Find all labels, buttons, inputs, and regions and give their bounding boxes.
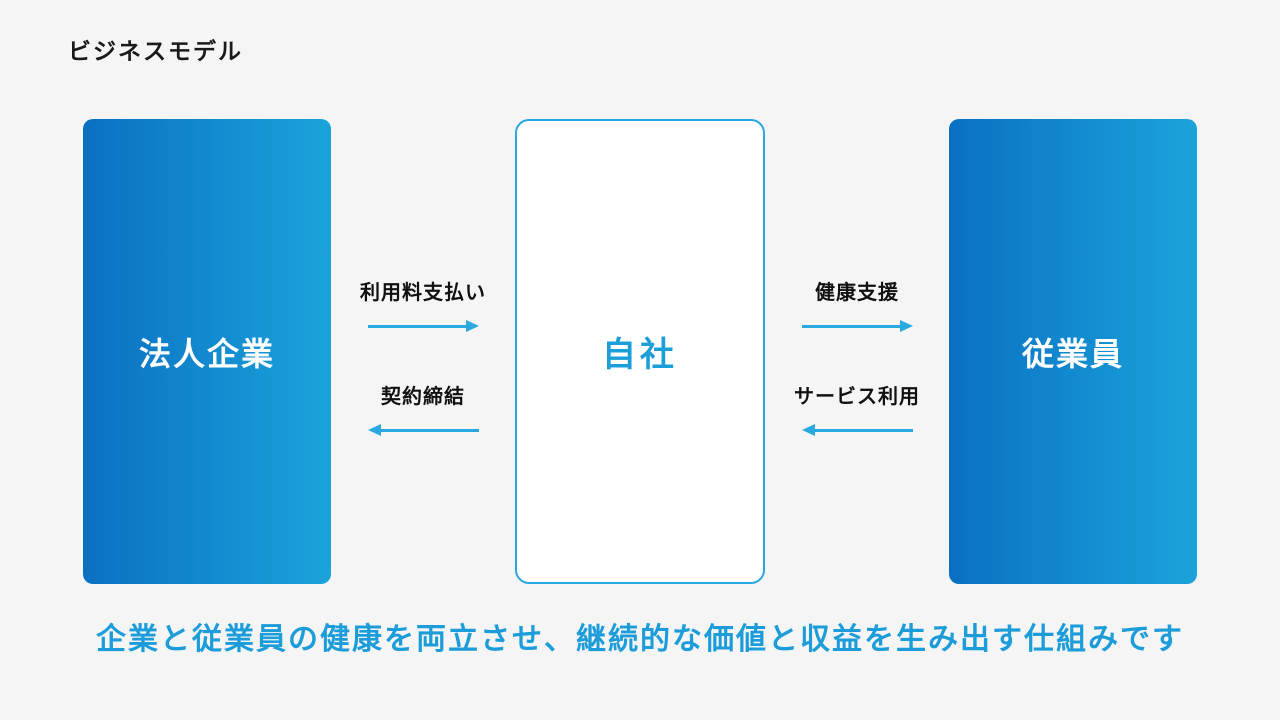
flow-contract-conclusion: 契約締結 (331, 383, 515, 436)
flow-service-use: サービス利用 (765, 383, 949, 436)
flow-usage-fee-payment-label: 利用料支払い (360, 282, 486, 304)
flow-group-left: 利用料支払い 契約締結 (331, 119, 515, 584)
page-title: ビジネスモデル (68, 38, 243, 64)
caption: 企業と従業員の健康を両立させ、継続的な価値と収益を生み出す仕組みです (96, 623, 1184, 656)
flow-health-support: 健康支援 (765, 279, 949, 332)
box-company-label: 自社 (602, 336, 678, 374)
box-corporate-label: 法人企業 (138, 335, 275, 372)
arrow-left-icon (367, 424, 479, 436)
flow-usage-fee-payment: 利用料支払い (331, 279, 515, 332)
box-employees-label: 従業員 (1021, 335, 1124, 372)
box-employees: 従業員 (949, 119, 1197, 584)
arrow-left-icon (801, 424, 913, 436)
arrow-right-icon (801, 320, 913, 332)
flow-service-use-label: サービス利用 (794, 386, 920, 408)
flow-contract-conclusion-label: 契約締結 (381, 386, 465, 408)
arrow-right-icon (367, 320, 479, 332)
flow-group-right: 健康支援 サービス利用 (765, 119, 949, 584)
box-corporate: 法人企業 (83, 119, 331, 584)
flow-health-support-label: 健康支援 (815, 282, 899, 304)
box-company: 自社 (515, 119, 765, 584)
